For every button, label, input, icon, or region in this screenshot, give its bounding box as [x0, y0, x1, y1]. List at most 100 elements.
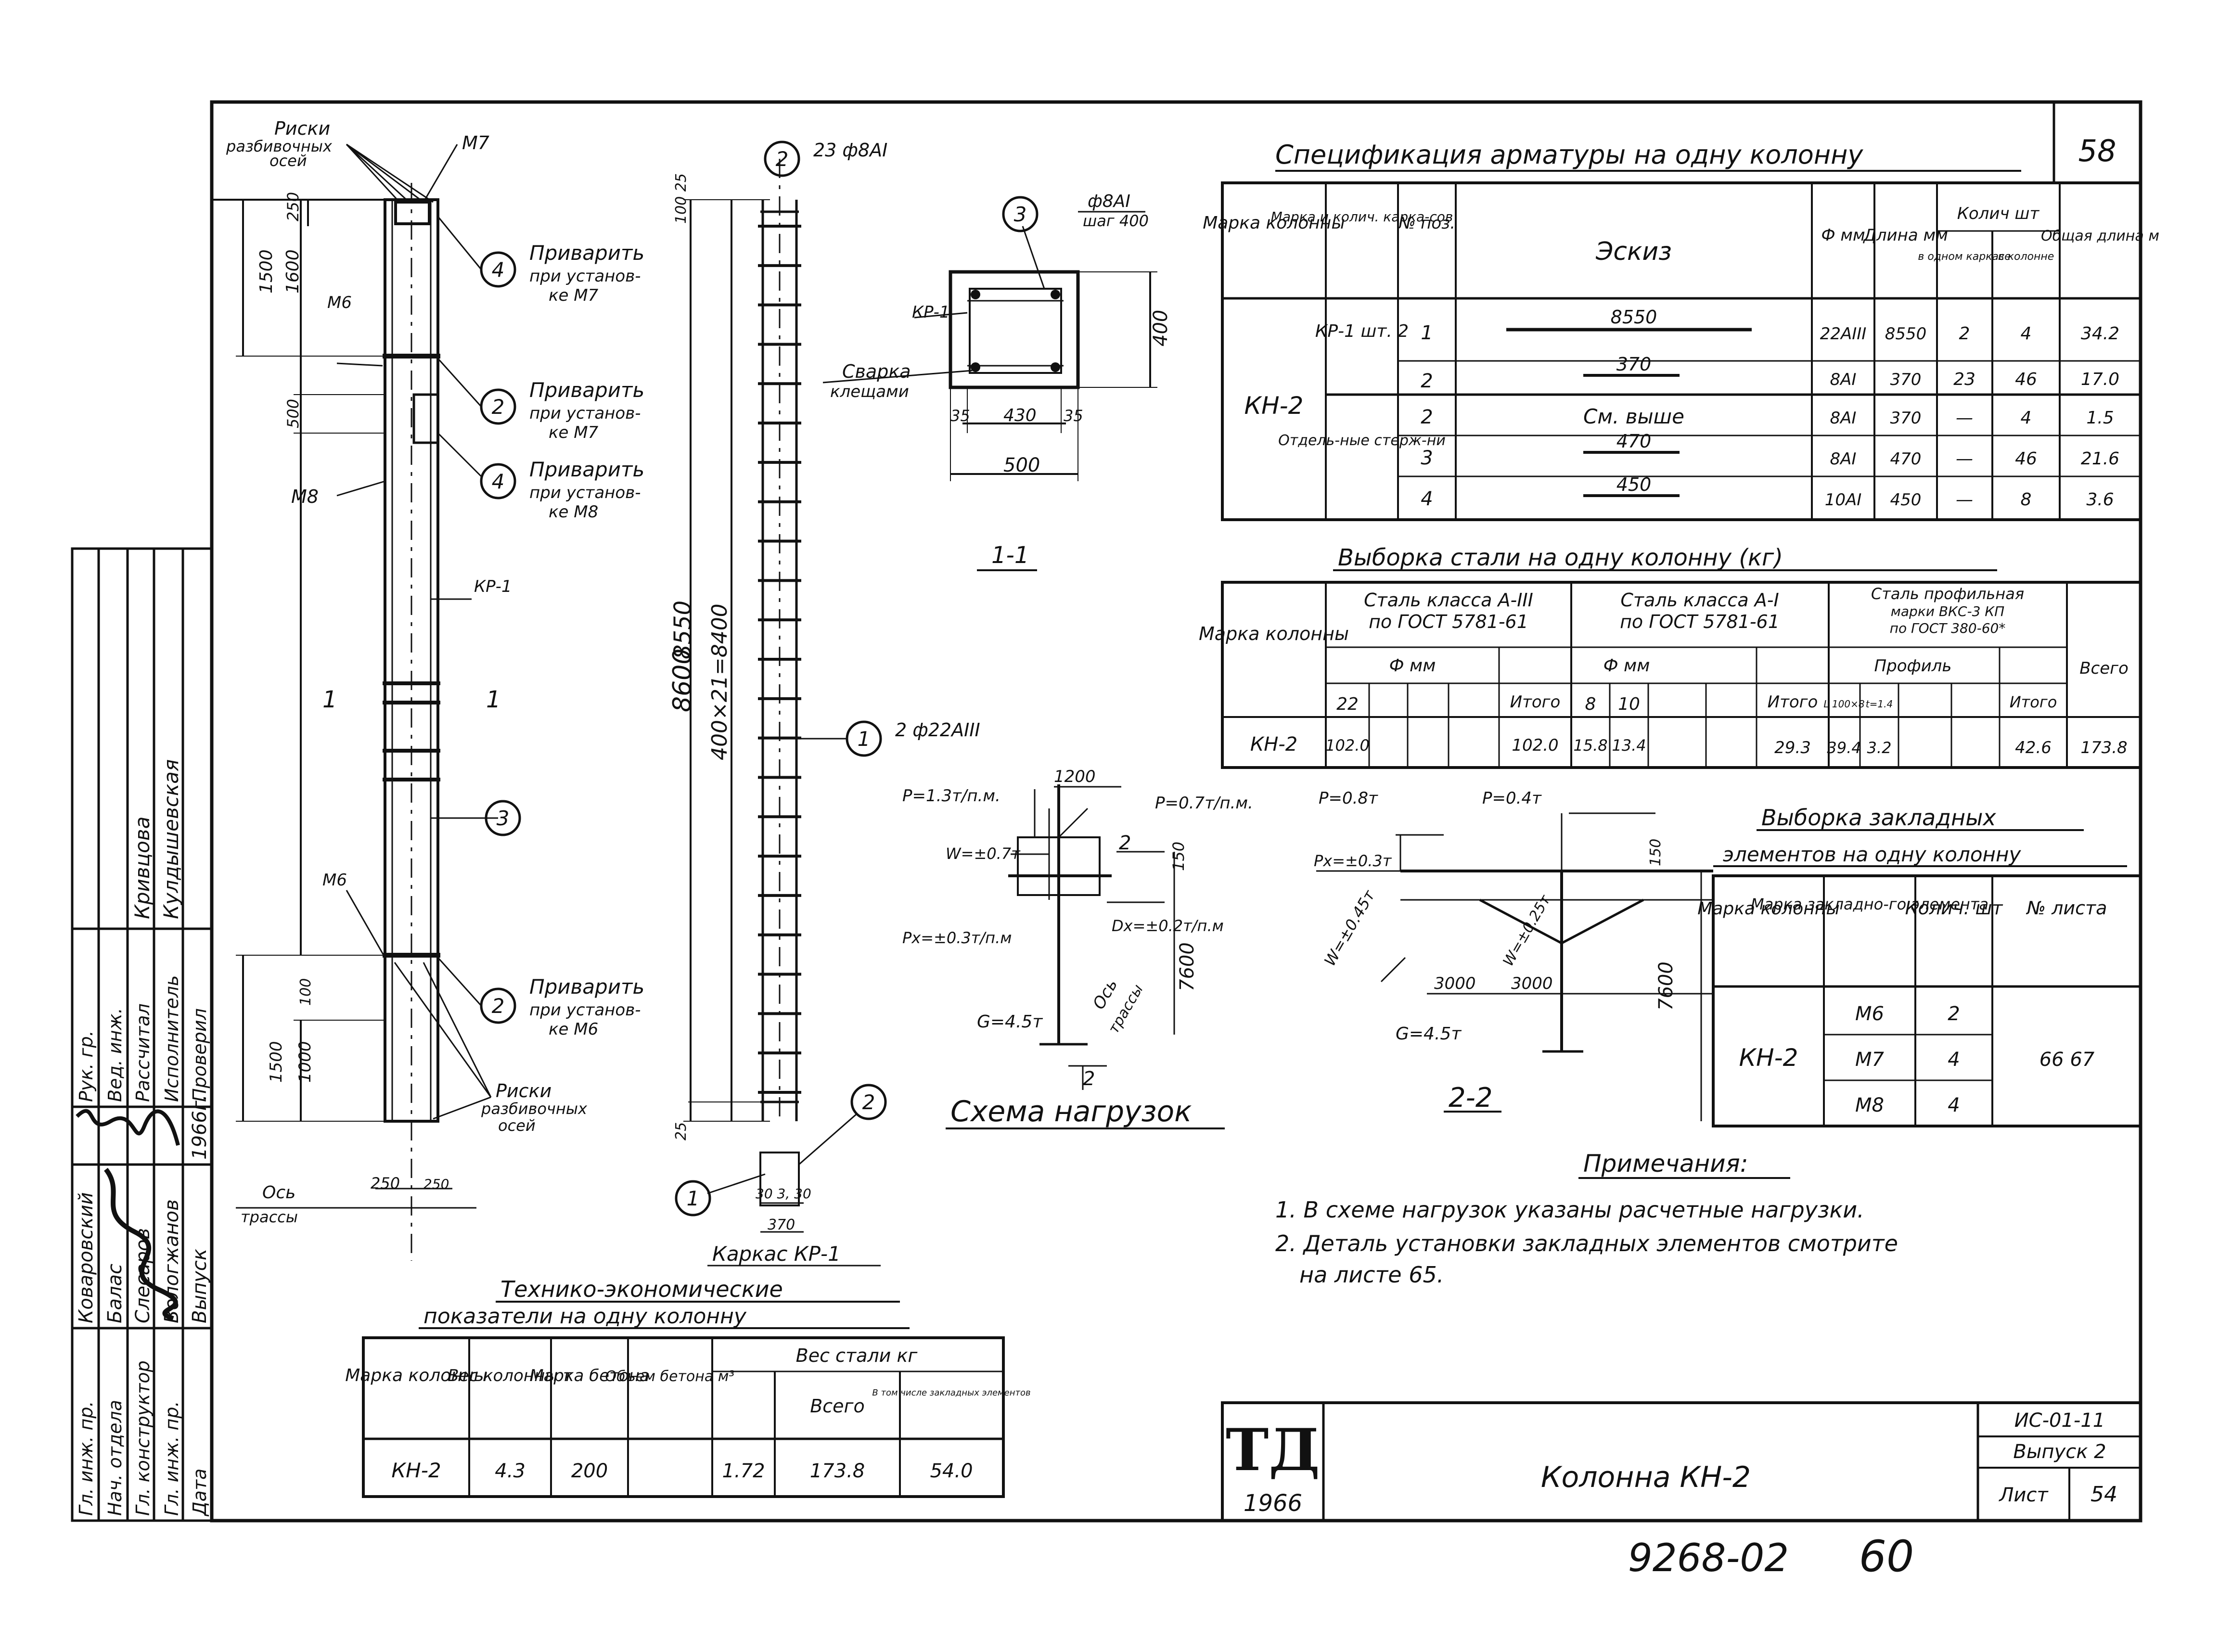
spec-table: Спецификация арматуры на одну колонну Ма… [1203, 140, 2159, 521]
load-scheme-title: Схема нагрузок [950, 1095, 1192, 1128]
section-1-1-title: 1-1 [991, 542, 1029, 569]
section-pos3: 3 [1014, 203, 1027, 226]
callout-line2: при установ- [529, 267, 641, 286]
section-2-2-labels: P=0.8т P=0.4т Px=±0.3т 150 W=±0.45т W=±0… [1314, 789, 1677, 1114]
cell-q2: 4 [2021, 324, 2032, 344]
title-block-grid [1221, 1401, 2142, 1522]
m8-label: М8 [291, 486, 319, 507]
d3000b-label: 3000 [1511, 974, 1553, 993]
logo-td: ТД [1226, 1416, 1320, 1484]
m6-label-bottom: М6 [322, 871, 347, 890]
cage-ties [758, 225, 801, 1094]
h2: Марка закладно-го элемента [1751, 895, 1988, 913]
callout-circle [480, 463, 516, 499]
h-marka-kolonny: Марка колонны [1203, 213, 1345, 233]
w025-label: W=±0.25т [1500, 892, 1554, 969]
cell-marka: КН-2 [1250, 733, 1297, 756]
dim-1500-top: 1500 [257, 249, 276, 294]
d3000a-label: 3000 [1434, 974, 1476, 993]
h-a1-l1: Сталь класса А-I [1620, 589, 1779, 611]
cell-q1: — [1956, 408, 1973, 428]
leader-line [707, 1173, 766, 1194]
os-label: Ось [262, 1183, 295, 1203]
cell-zakl: 54.0 [930, 1460, 973, 1482]
cage-pos1-label: 2 ф22АIII [895, 719, 980, 741]
dim-35-right: 35 [1064, 407, 1083, 425]
h3: Колич. шт [1905, 897, 2004, 919]
callout-circle [480, 251, 516, 288]
h-d8: 8 [1585, 694, 1596, 714]
p2-label: P=0.7т/п.м. [1155, 794, 1253, 813]
cell-v8: 15.8 [1573, 736, 1607, 755]
cell-len: 8550 [1885, 324, 1927, 344]
stamp-role: Исполнитель [161, 975, 182, 1102]
dim-1500-bottom: 1500 [267, 1041, 286, 1083]
cage-bottom-pos2: 2 [862, 1090, 875, 1114]
callout-line2: при установ- [529, 404, 641, 423]
dim-250-top: 250 [284, 192, 302, 221]
callout-line2: при установ- [529, 483, 641, 502]
cell-qty: 2 [1948, 1003, 1960, 1025]
cage-pos1: 1 [858, 727, 871, 751]
cell-eskiz: 370 [1616, 354, 1652, 375]
sheet-number-top: 58 [2078, 133, 2116, 168]
spec-title: Спецификация арматуры на одну колонну [1275, 140, 1863, 170]
h-vsego: Всего [2079, 659, 2129, 678]
dim-500: 500 [284, 399, 302, 428]
h-itogo-2: Итого [1768, 692, 1818, 712]
callout-number: 2 [492, 994, 505, 1018]
cell-itogo2: 29.3 [1774, 738, 1811, 757]
cage-plan-detail [759, 1152, 800, 1206]
callout-circle [480, 987, 516, 1024]
signature-scribble [76, 1109, 180, 1146]
h-pos: № поз. [1398, 214, 1455, 233]
cell-q2: 4 [2021, 408, 2032, 428]
stamp-role: Дата [189, 1469, 210, 1517]
cell-pos: 2 [1421, 370, 1433, 392]
cell-total: 21.6 [2081, 449, 2119, 469]
cell-diam: 8АI [1830, 370, 1857, 389]
p08-label: P=0.8т [1319, 789, 1378, 808]
embedded-title-l2: элементов на одну колонну [1723, 843, 2021, 866]
h-v-odnom: в одном каркасе [1918, 251, 2011, 263]
spec-row: 1 8550 22АIII 8550 2 4 34.2 [1421, 307, 2119, 344]
steel-row: КН-2 102.0 102.0 15.8 13.4 29.3 39.4 3.2… [1250, 733, 2128, 757]
dim-100: 100 [297, 978, 314, 1006]
cell-eskiz: См. выше [1583, 405, 1684, 428]
notes-title: Примечания: [1583, 1150, 1748, 1178]
stamp-role: Рук. гр. [76, 1030, 97, 1102]
cell-qty: 4 [1948, 1049, 1960, 1071]
cell-diam: 10АI [1825, 490, 1862, 510]
callout-number: 2 [492, 395, 505, 419]
title-block: ТД 1966 Колонна КН-2 ИС-01-11 Выпуск 2 Л… [1221, 1401, 2142, 1582]
embedded-sheets: 66 67 [2039, 1049, 2095, 1071]
dim-8600: 8600 [668, 649, 697, 712]
cell-q1: 23 [1953, 370, 1975, 389]
cell-total: 34.2 [2081, 324, 2119, 344]
cell-eskiz: 470 [1616, 431, 1652, 452]
tep-table: Технико-экономические показатели на одну… [345, 1276, 1031, 1498]
spec-group1: КР-1 шт. 2 [1315, 321, 1409, 341]
cell-vsego: 173.8 [810, 1460, 865, 1482]
cell-vsego: 173.8 [2080, 738, 2127, 757]
callout-circle [675, 1180, 711, 1217]
razbivochnyh-label-bottom: разбивочных [481, 1100, 588, 1118]
cell-pos: 1 [1421, 322, 1433, 344]
h-prof-l1: Сталь профильная [1871, 585, 2024, 603]
load-scheme-1-labels: P=1.3т/п.м. 1200 P=0.7т/п.м. W=±0.7т 2 1… [902, 767, 1253, 1129]
px-label: Px=±0.3т/п.м [902, 929, 1012, 947]
cell-v10: 13.4 [1612, 736, 1646, 755]
logo-year: 1966 [1244, 1490, 1302, 1517]
h1: Марка колонны [1697, 899, 1840, 919]
stamp-name: Выпуск [189, 1249, 211, 1323]
d150-label: 150 [1169, 842, 1188, 871]
callout-line3: ке М8 [549, 502, 598, 522]
spec-row: 2 370 8АI 370 23 46 17.0 [1421, 354, 2119, 392]
callout-line2: при установ- [529, 1000, 641, 1020]
column-labels: Риски разбивочных осей М7 М6 М8 КР-1 М6 … [226, 118, 697, 1226]
section-mark-right: 1 [486, 686, 501, 713]
cage-title: Каркас КР-1 [712, 1242, 841, 1266]
cell-pr2: 3.2 [1867, 739, 1892, 757]
stamp-name: Вологжанов [161, 1199, 183, 1323]
